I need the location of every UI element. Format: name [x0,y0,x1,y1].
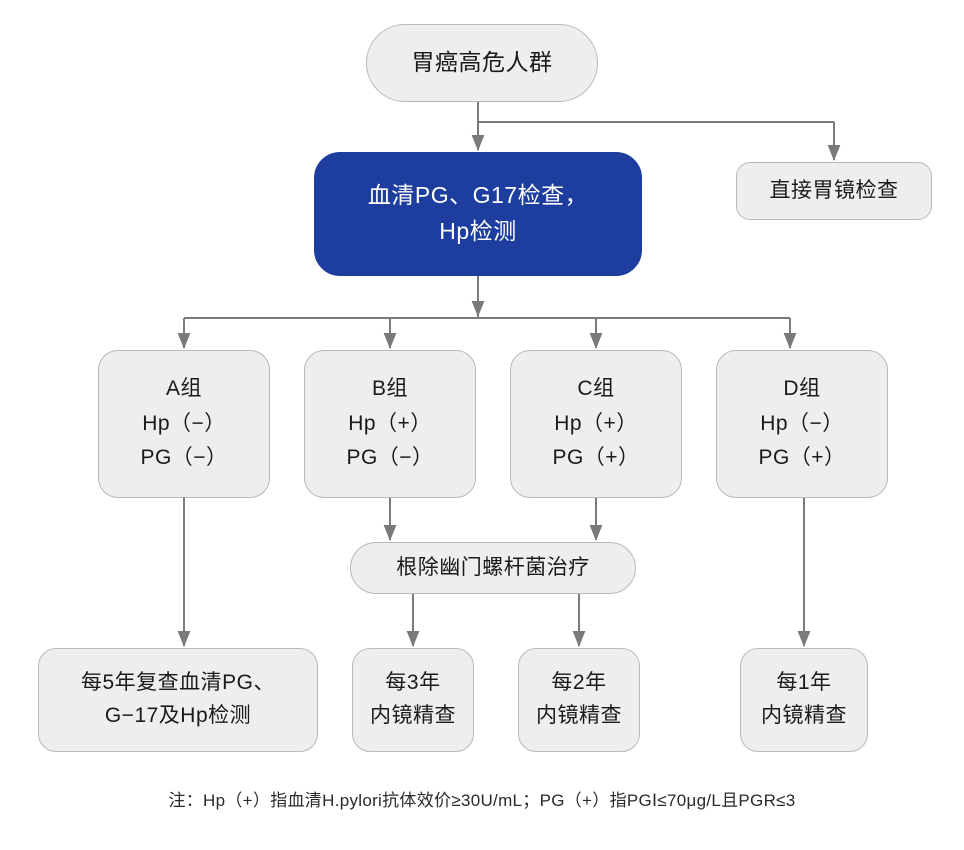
node-high-risk-population-label: 胃癌高危人群 [411,49,553,76]
group-a-name: A组 [165,377,202,401]
group-b-hp: Hp（+） [348,411,432,435]
node-group-a[interactable]: A组 Hp（−） PG（−） [98,350,270,498]
node-outcome-every-5-years[interactable]: 每5年复查血清PG、 G−17及Hp检测 [38,648,318,752]
node-outcome-every-3-years[interactable]: 每3年 内镜精查 [352,648,474,752]
node-primary-line1: 血清PG、G17检查， [367,182,589,209]
node-hp-eradication-label: 根除幽门螺杆菌治疗 [396,555,590,579]
group-a-hp: Hp（−） [142,411,226,435]
node-group-b[interactable]: B组 Hp（+） PG（−） [304,350,476,498]
outcome-a-line2: G−17及Hp检测 [104,704,252,727]
group-d-hp: Hp（−） [760,411,844,435]
group-c-name: C组 [577,377,615,401]
node-high-risk-population[interactable]: 胃癌高危人群 [366,24,598,102]
node-outcome-every-2-years[interactable]: 每2年 内镜精查 [518,648,640,752]
group-d-pg: PG（+） [758,446,846,470]
node-serum-pg-g17-hp-test[interactable]: 血清PG、G17检查， Hp检测 [314,152,642,276]
group-b-name: B组 [371,377,408,401]
node-primary-line2: Hp检测 [439,218,517,244]
node-hp-eradication-treatment[interactable]: 根除幽门螺杆菌治疗 [350,542,636,594]
node-direct-gastroscopy-label: 直接胃镜检查 [769,178,899,202]
node-direct-gastroscopy[interactable]: 直接胃镜检查 [736,162,932,220]
node-group-d[interactable]: D组 Hp（−） PG（+） [716,350,888,498]
group-a-pg: PG（−） [140,446,228,470]
group-b-pg: PG（−） [346,446,434,470]
outcome-d-line1: 每1年 [776,671,832,695]
outcome-b-line2: 内镜精查 [370,704,456,727]
outcome-b-line1: 每3年 [385,671,441,695]
group-d-name: D组 [783,377,821,401]
group-c-hp: Hp（+） [554,411,638,435]
outcome-d-line2: 内镜精查 [761,704,847,727]
footnote: 注：Hp（+）指血清H.pylori抗体效价≥30U/mL；PG（+）指PGⅠ≤… [168,791,796,810]
group-c-pg: PG（+） [552,446,640,470]
node-group-c[interactable]: C组 Hp（+） PG（+） [510,350,682,498]
outcome-c-line2: 内镜精查 [536,704,622,727]
outcome-a-line1: 每5年复查血清PG、 [80,671,276,695]
node-outcome-every-1-year[interactable]: 每1年 内镜精查 [740,648,868,752]
outcome-c-line1: 每2年 [551,671,607,695]
